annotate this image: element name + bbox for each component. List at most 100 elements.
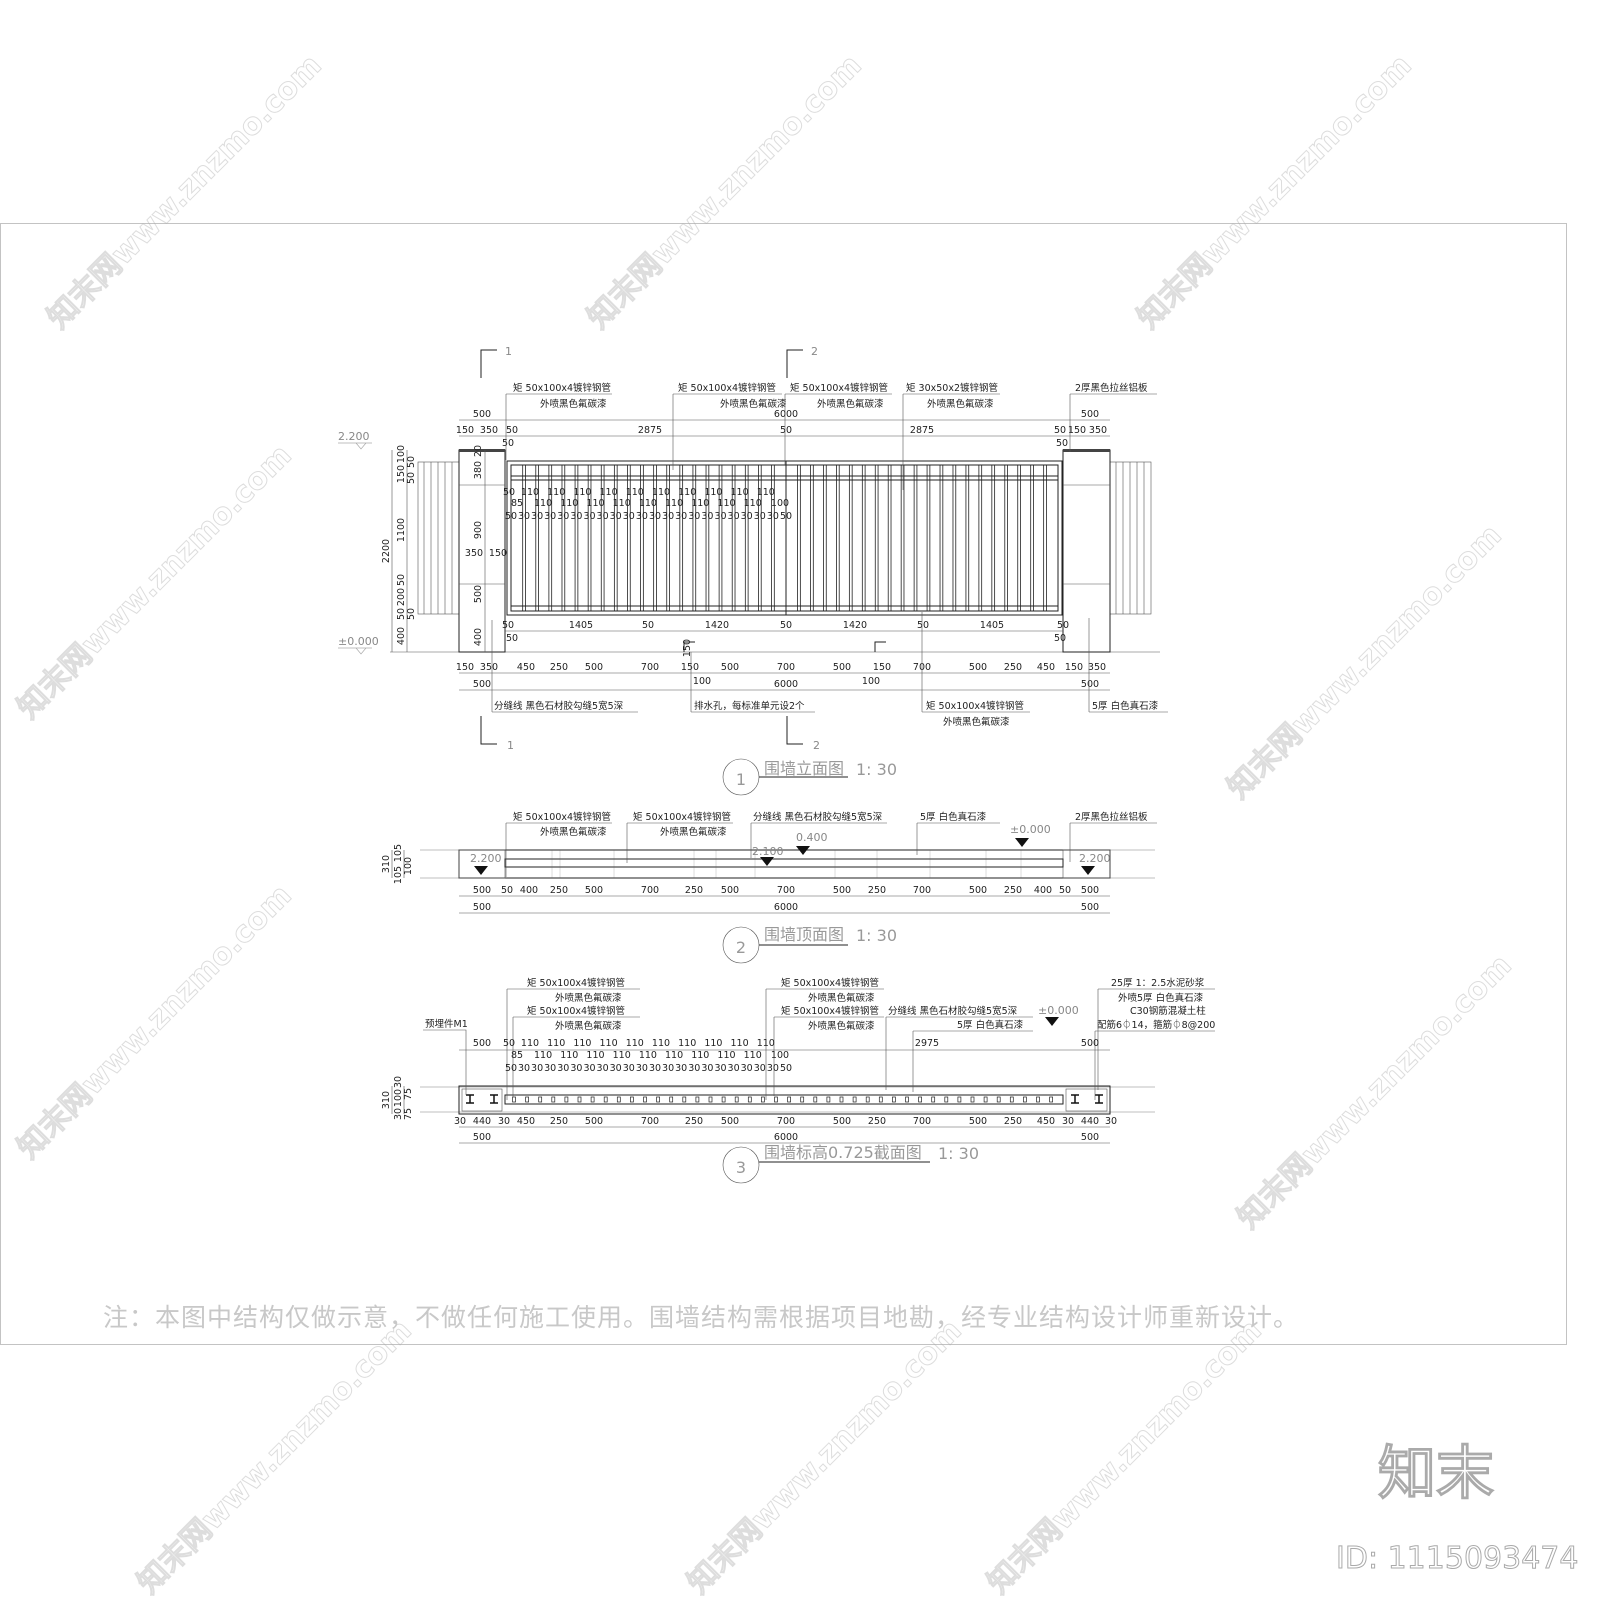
- picket-dimension: 30: [714, 1063, 726, 1074]
- pillar-cap-left: [459, 449, 505, 452]
- dimension-text: 100: [396, 445, 407, 463]
- annotation: 外喷黑色氟碳漆: [540, 826, 607, 838]
- dimension-text: 50: [780, 620, 792, 631]
- picket-dimension: 110: [639, 498, 657, 509]
- dimension-text: 50: [506, 425, 518, 436]
- disclaimer-note: 注：本图中结构仅做示意，不做任何施工使用。围墙结构需根据项目地勘，经专业结构设计…: [103, 1303, 1299, 1332]
- picket-section: [734, 1096, 739, 1103]
- picket-section: [630, 1096, 634, 1103]
- picket-dimension: 30: [623, 1063, 635, 1074]
- picket-section: [944, 1096, 949, 1103]
- dimension-text: 150: [456, 662, 474, 673]
- picket-dimension: 110: [652, 1038, 670, 1049]
- picket: [836, 464, 840, 612]
- picket-dimension: 110: [691, 1050, 709, 1061]
- picket-dimension: 110: [600, 487, 618, 498]
- dimension-text: 100: [393, 1089, 404, 1107]
- dimension-text: 50: [502, 620, 514, 631]
- dimension-text: 400: [473, 628, 484, 646]
- annotation: 配筋6⏀14，箍筋⏀8@200: [1097, 1019, 1215, 1031]
- elevation-view: 1 2 1 2 2.200 ±0.000: [338, 345, 1168, 796]
- section-mark-label: 1: [505, 345, 512, 358]
- picket: [561, 464, 566, 612]
- picket: [887, 464, 892, 612]
- watermark-text: 知末网www.znzmo.com: [981, 1313, 1269, 1600]
- picket-dimension: 110: [613, 498, 631, 509]
- dimension-text: 30: [1062, 1116, 1074, 1127]
- picket-dimension: 30: [557, 511, 569, 522]
- watermark-text: 知末网www.znzmo.com: [131, 1313, 419, 1600]
- dimension-text: 700: [641, 662, 659, 673]
- dimension-text: 150: [873, 662, 891, 673]
- picket-dimension: 30: [688, 1063, 700, 1074]
- section-mark-2-bottom: [786, 716, 803, 745]
- dimension-text: 50: [1056, 438, 1068, 449]
- picket-section: [774, 1096, 778, 1103]
- picket-dimension: 110: [757, 1038, 775, 1049]
- dimension-text: 500: [969, 1116, 987, 1127]
- dimension-text: 700: [777, 1116, 795, 1127]
- annotation: 外喷黑色氟碳漆: [540, 398, 607, 410]
- column-right: [1065, 1088, 1108, 1112]
- annotation: 矩 50x100x4镀锌钢管: [527, 977, 625, 989]
- dimension-text: 1100: [396, 518, 407, 542]
- dimension-text: 350: [1089, 425, 1107, 436]
- picket-dimension: 110: [744, 498, 762, 509]
- picket-dimension: 110: [534, 498, 552, 509]
- annotation: 矩 50x100x4镀锌钢管: [527, 1005, 625, 1017]
- dimension-text: 500: [473, 1132, 491, 1143]
- picket: [574, 464, 579, 612]
- picket: [861, 464, 866, 612]
- dimension-text: 6000: [774, 679, 798, 690]
- dimension-text: 105: [393, 844, 404, 862]
- dimension-text: 700: [641, 885, 659, 896]
- picket-section: [577, 1096, 582, 1103]
- annotation: 外喷黑色氟碳漆: [720, 398, 787, 410]
- picket-dimension: 110: [704, 487, 722, 498]
- picket-section: [1023, 1096, 1027, 1103]
- picket: [900, 464, 905, 612]
- picket-section: [695, 1096, 700, 1103]
- title-bubble: [722, 1146, 760, 1184]
- picket-section: [590, 1096, 595, 1103]
- section-mark-1-top: [480, 349, 497, 378]
- annotation: 矩 50x100x4镀锌钢管: [790, 382, 888, 394]
- picket-dimension: 110: [600, 1038, 618, 1049]
- level-marker: [1045, 1017, 1059, 1026]
- section-view: 预埋件M1 矩 50x100x4镀锌钢管 外喷黑色氟碳漆 矩 50x100x4镀…: [381, 977, 1215, 1184]
- picket-dimension: 50: [780, 1063, 792, 1074]
- dimension-text: 100: [862, 676, 880, 687]
- dimension-text: 500: [1081, 1132, 1099, 1143]
- picket-dimension: 110: [678, 1038, 696, 1049]
- picket-section: [996, 1096, 1001, 1103]
- annotation: 2厚黑色拉丝铝板: [1075, 811, 1148, 823]
- annotation: 预埋件M1: [425, 1018, 468, 1030]
- picket-dimension: 30: [649, 511, 661, 522]
- picket-dimension: 30: [701, 1063, 713, 1074]
- picket: [1030, 464, 1034, 612]
- picket-section: [865, 1096, 870, 1103]
- picket-dimension: 50: [505, 1063, 517, 1074]
- picket-dimension: 30: [767, 1063, 779, 1074]
- level-label: 2.200: [1079, 852, 1111, 865]
- watermark-text: 知末网www.znzmo.com: [11, 438, 299, 726]
- dimension-text: 500: [833, 1116, 851, 1127]
- picket: [535, 464, 539, 612]
- picket: [848, 464, 853, 612]
- dimension-text: 2200: [381, 539, 392, 563]
- dimension-text: 250: [868, 885, 886, 896]
- picket: [627, 464, 631, 612]
- dimension-text: 250: [685, 1116, 703, 1127]
- dimension-text: 50: [1059, 885, 1071, 896]
- dimension-text: 6000: [774, 902, 798, 913]
- watermark-text: 知末网www.znzmo.com: [1131, 48, 1419, 336]
- picket: [705, 464, 710, 612]
- picket: [978, 464, 983, 612]
- dimension-text: 1405: [569, 620, 593, 631]
- picket-section: [957, 1096, 962, 1103]
- picket: [874, 464, 879, 612]
- annotation: C30钢筋混凝土柱: [1130, 1005, 1206, 1017]
- dimension-text: 30: [498, 1116, 510, 1127]
- dimension-text: 150: [489, 548, 507, 559]
- picket-section: [800, 1096, 805, 1103]
